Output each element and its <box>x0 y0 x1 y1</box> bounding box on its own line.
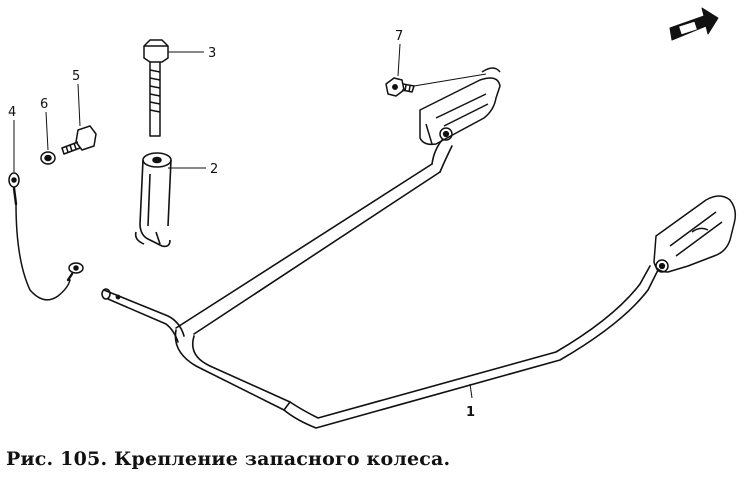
upper-mount-plate <box>419 67 501 146</box>
callout-4: 4 <box>8 105 16 120</box>
callout-6: 6 <box>40 97 48 112</box>
callout-5: 5 <box>72 69 80 84</box>
diagram-figure: 4 6 5 3 2 7 1 <box>8 7 737 429</box>
part-2-clamp <box>134 152 172 248</box>
part-4-ground-cable <box>8 172 84 301</box>
callout-1: 1 <box>466 405 475 420</box>
part-6-washer <box>40 151 56 165</box>
part-7-small-bolt <box>385 77 415 97</box>
part-3-long-bolt <box>143 39 169 137</box>
leader-lines <box>13 43 487 399</box>
part-5-short-bolt <box>61 125 97 155</box>
callout-2: 2 <box>210 162 218 177</box>
right-mount-plate <box>653 195 737 273</box>
figure-caption: Рис. 105. Крепление запасного колеса. <box>6 448 451 470</box>
part-1-bracket-frame <box>101 139 659 429</box>
callout-7: 7 <box>395 29 403 44</box>
callout-3: 3 <box>208 46 216 61</box>
direction-arrow-icon <box>669 7 719 41</box>
